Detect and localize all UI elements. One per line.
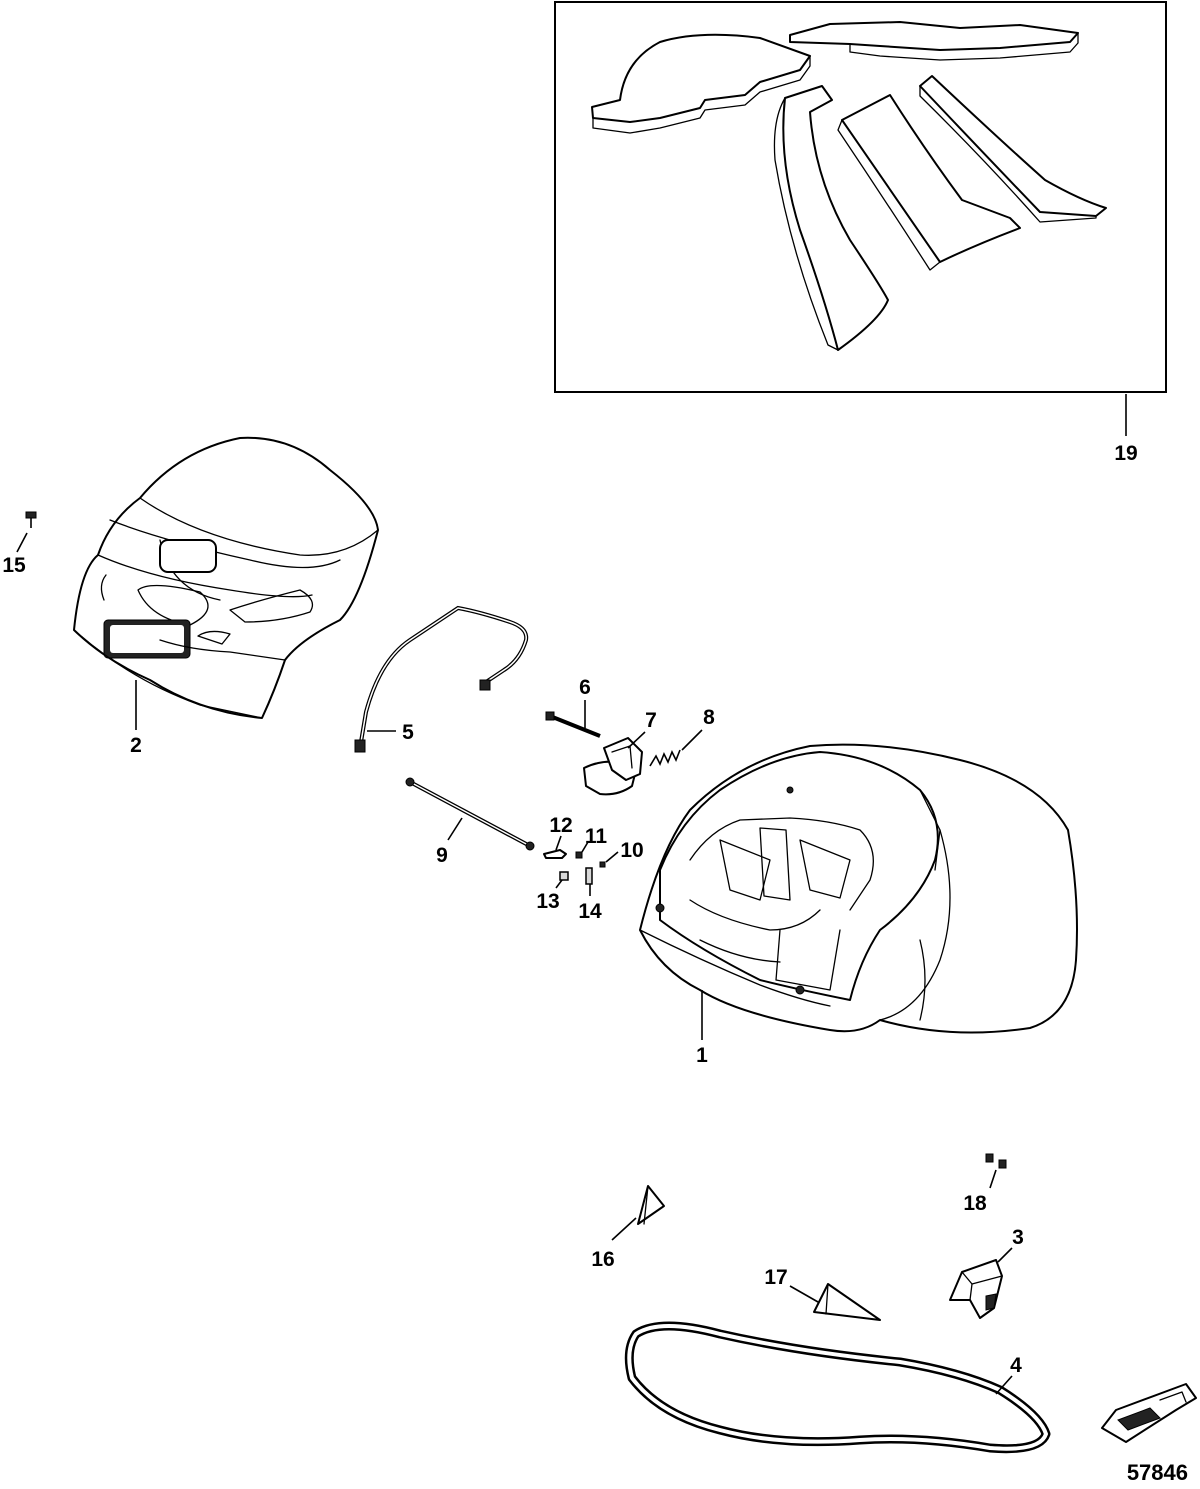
callout-17: 17 [764,1266,787,1289]
callout-16: 16 [591,1248,614,1271]
part-13-nut [555,871,569,889]
part-17-seal [789,1283,881,1321]
callout-13: 13 [536,890,559,913]
callout-2: 2 [130,734,142,757]
callout-15: 15 [2,554,26,577]
callout-3: 3 [1012,1226,1024,1249]
callout-6: 6 [579,676,591,699]
part-3-bracket [949,1247,1013,1319]
part-16-seal [611,1185,665,1241]
part-18-screws [985,1153,1007,1189]
part-15-screw [16,511,37,553]
callout-14: 14 [578,900,602,923]
callout-5: 5 [402,721,414,744]
part-2-top-cowl [73,436,379,730]
part-4-seal-ring [624,1321,1051,1454]
part-1-bottom-cowl [639,743,1078,1040]
part-11-washer [575,841,589,859]
callout-1: 1 [696,1044,708,1067]
part-6-pin [545,700,601,738]
callout-19: 19 [1114,442,1137,465]
part-12-clip [543,835,567,859]
part-5-latch-cable [354,605,529,753]
boat-locator-icon [1101,1383,1197,1443]
insulation-kit-frame [554,1,1167,393]
callout-labels: 1 2 3 4 5 6 7 8 9 10 11 12 13 14 15 16 1… [2,442,1137,1377]
callout-12: 12 [549,814,572,837]
callout-11: 11 [585,825,608,848]
part-14-bolt [585,867,593,896]
part-19-insulation-kit [554,1,1167,436]
callout-4: 4 [1010,1354,1022,1377]
part-7-latch [583,731,646,796]
callout-7: 7 [645,709,657,732]
callout-8: 8 [703,706,715,729]
figure-number: 57846 [1127,1460,1188,1485]
callout-9: 9 [436,844,448,867]
part-9-rod [405,777,535,851]
callout-10: 10 [620,839,643,862]
part-10-pin [599,851,619,868]
callout-18: 18 [963,1192,987,1215]
part-8-spring [649,729,703,767]
